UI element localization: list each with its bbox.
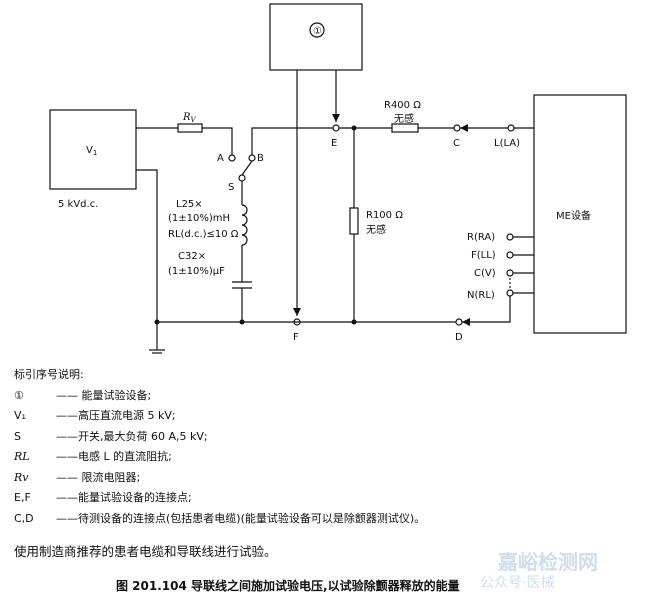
energy-test-equipment-box <box>269 3 363 71</box>
r400-value: R400 Ω <box>384 100 421 111</box>
terminal-rl <box>506 289 514 297</box>
legend-item: S ——开关,最大负荷 60 A,5 kV; <box>14 427 634 448</box>
legend-symbol: C,D <box>14 511 34 525</box>
switch-terminal-b <box>248 154 256 162</box>
legend: 标引序号说明: ① —— 能量试验设备; V₁ ——高压直流电源 5 kV; S ——… <box>14 365 634 529</box>
node-d-label: D <box>455 332 463 343</box>
node-e-circle <box>332 124 340 132</box>
resistor-rv <box>177 123 203 133</box>
switch-a-label: A <box>217 153 224 164</box>
node-f-circle <box>293 318 301 326</box>
legend-symbol: E,F <box>14 491 31 504</box>
v1-label: V1 <box>86 145 97 157</box>
node-l-circle <box>507 124 515 132</box>
circuit-diagram: ① V1 5 kVd.c. RV A B S L25× (1±10%)mH RL… <box>49 3 627 354</box>
resistor-r100 <box>349 207 359 235</box>
me-label: ME设备 <box>556 209 591 222</box>
legend-item: E,F ——能量试验设备的连接点; <box>14 488 634 509</box>
wire-rv-to-a <box>202 127 233 155</box>
terminal-ll-label: F(LL) <box>471 250 496 261</box>
legend-description: —— 能量试验设备; <box>56 388 152 402</box>
node-c-label: C <box>453 138 460 149</box>
inductor-coil <box>241 204 248 246</box>
legend-item: ① —— 能量试验设备; <box>14 386 634 407</box>
switch-blade <box>241 160 253 176</box>
junction-dot <box>351 125 357 131</box>
legend-item: C,D ——待测设备的连接点(包括患者电缆)(能量试验设备可以是除颤器测试仪)。 <box>14 509 634 530</box>
capacitor-spec-1: C32× <box>178 251 206 262</box>
r100-value: R100 Ω <box>366 210 403 221</box>
terminal-rl-label: N(RL) <box>467 290 495 301</box>
terminal-v <box>506 269 514 277</box>
capacitor-spec-2: (1±10%)μF <box>168 266 225 277</box>
wire-v1-to-ground <box>136 169 158 350</box>
inductor-spec-3: RL(d.c.)≤10 Ω <box>168 229 239 240</box>
terminal-v-label: C(V) <box>474 268 496 279</box>
node-e-label: E <box>331 138 337 149</box>
inductor-spec-2: (1±10%)mH <box>168 213 230 224</box>
node-f-label: F <box>293 332 299 343</box>
r400-note: 无感 <box>394 112 414 125</box>
equipment-symbol: ① <box>313 26 322 37</box>
legend-symbol: ① <box>14 388 24 402</box>
node-l-label: L(LA) <box>494 138 520 149</box>
node-c-circle <box>453 124 461 132</box>
junction-dot <box>154 319 160 325</box>
me-equipment-box <box>533 94 627 334</box>
watermark: 嘉峪检测网 <box>498 550 598 574</box>
watermark-secondary: 公众号·医械 <box>480 575 555 591</box>
legend-item: RL ——电感 L 的直流阻抗; <box>14 447 634 468</box>
legend-description: ——开关,最大负荷 60 A,5 kV; <box>56 429 208 443</box>
switch-b-label: B <box>257 153 264 164</box>
switch-s-label: S <box>228 182 234 193</box>
node-d-circle <box>455 318 463 326</box>
switch-terminal-a <box>228 154 236 162</box>
legend-description: ——能量试验设备的连接点; <box>56 491 192 504</box>
legend-description: —— 限流电阻器; <box>56 470 141 484</box>
junction-dot <box>239 319 245 325</box>
terminal-ra <box>506 233 514 241</box>
arrow-into-d <box>462 318 470 326</box>
ellipsis-dot <box>509 286 511 288</box>
equipment-symbol-circle <box>309 22 325 38</box>
test-note: 使用制造商推荐的患者电缆和导联线进行试验。 <box>14 544 277 559</box>
arrow-into-f <box>293 308 301 316</box>
v1-source-box <box>49 109 137 190</box>
resistor-r400 <box>391 123 419 133</box>
wire-d-to-me <box>462 296 511 323</box>
legend-symbol: RL <box>14 450 30 463</box>
terminal-ra-label: R(RA) <box>467 232 495 243</box>
legend-symbol: Rv <box>14 470 29 484</box>
legend-description: ——待测设备的连接点(包括患者电缆)(能量试验设备可以是除颤器测试仪)。 <box>56 511 426 525</box>
legend-item: Rv —— 限流电阻器; <box>14 468 634 489</box>
arrow-into-e <box>332 114 340 122</box>
junction-dot <box>351 319 357 325</box>
inductor-spec-1: L25× <box>176 199 203 210</box>
arrow-into-c <box>460 124 468 132</box>
ellipsis-dot <box>509 278 511 280</box>
rv-label: RV <box>182 112 197 124</box>
legend-item: V₁ ——高压直流电源 5 kV; <box>14 406 634 427</box>
legend-heading: 标引序号说明: <box>14 368 84 381</box>
terminal-ll <box>506 251 514 259</box>
r100-note: 无感 <box>366 223 386 236</box>
legend-symbol: S <box>14 429 21 443</box>
legend-description: ——高压直流电源 5 kV; <box>56 409 176 422</box>
ellipsis-dot <box>509 282 511 284</box>
legend-symbol: V₁ <box>14 409 26 422</box>
legend-description: ——电感 L 的直流阻抗; <box>56 450 172 463</box>
switch-pivot <box>238 174 246 182</box>
figure-caption: 图 201.104 导联线之间施加试验电压,以试验除颤器释放的能量 <box>116 579 460 593</box>
wire-b-to-e <box>251 127 333 155</box>
v1-value: 5 kVd.c. <box>58 199 98 210</box>
